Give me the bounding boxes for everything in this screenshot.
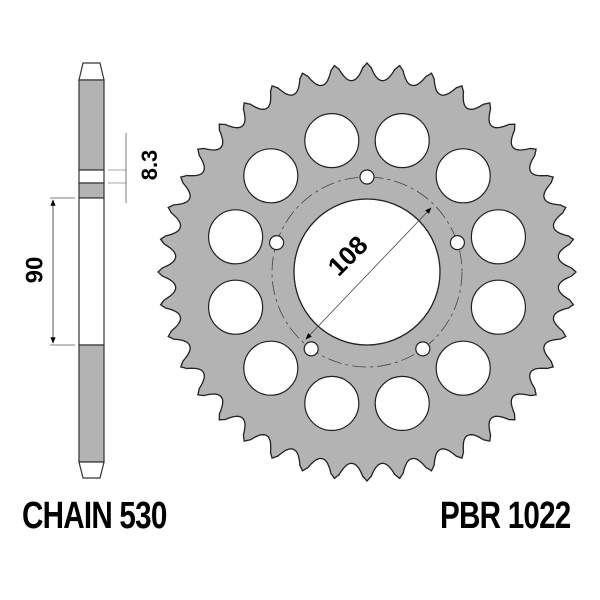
bolt-hole [359,169,375,185]
lightening-hole [243,340,299,396]
lightening-hole [470,279,526,335]
lightening-hole [208,209,264,265]
bolt-hole [415,341,431,357]
center-bore [293,198,441,346]
chain-size-label: CHAIN 530 [22,495,167,537]
bolt-hole [303,341,319,357]
lightening-hole [243,148,299,204]
side-profile-view [78,62,105,479]
lightening-hole [208,279,264,335]
sprocket-face-view [157,62,577,482]
part-number-label: PBR 1022 [440,495,571,537]
lightening-hole [304,113,360,169]
lightening-hole [470,209,526,265]
lightening-hole [435,148,491,204]
tooth-width-dimension: 8.3 [108,133,162,203]
lightening-hole [374,375,430,431]
lightening-hole [435,340,491,396]
hub-offset-value: 90 [21,257,48,284]
pitch-circle-dashed [271,176,463,368]
tooth-width-value: 8.3 [137,150,162,181]
bolt-holes [269,169,465,357]
bolt-hole [449,235,465,251]
bolt-hole [269,235,285,251]
lightening-hole [374,113,430,169]
hub-offset-dimension: 90 [21,197,75,346]
lightening-hole [304,375,360,431]
lightening-holes [208,113,526,431]
